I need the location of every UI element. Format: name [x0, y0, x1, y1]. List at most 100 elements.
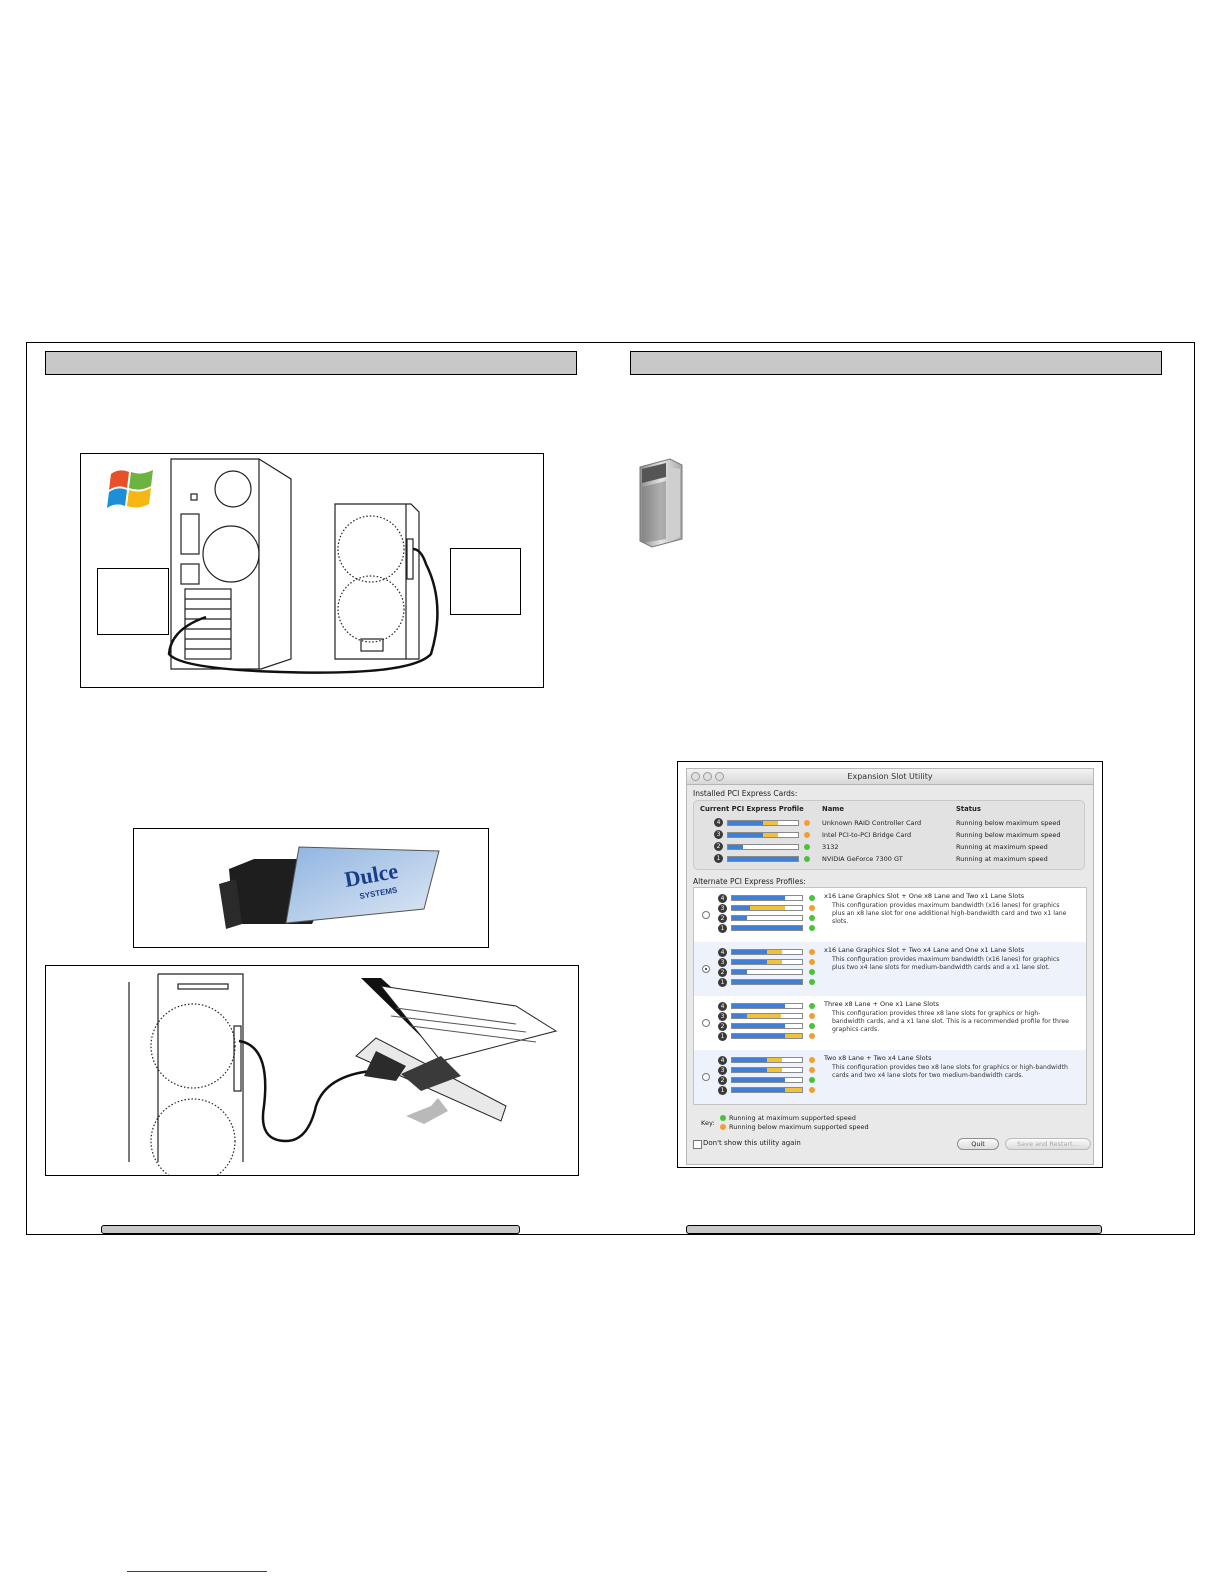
- left-footer-bar: [101, 1225, 520, 1234]
- installed-row-slot-1: 1 NVIDIA GeForce 7300 GT Running at maxi…: [694, 853, 1084, 866]
- status-max-icon: [804, 844, 810, 850]
- status-below-icon: [809, 1033, 815, 1039]
- window-title: Expansion Slot Utility: [847, 772, 933, 781]
- lane-bar: [731, 915, 803, 921]
- save-and-restart-button[interactable]: Save and Restart...: [1005, 1138, 1091, 1150]
- profile-description: This configuration provides maximum band…: [832, 956, 1060, 971]
- status-below-icon: [804, 820, 810, 826]
- slot-number: 1: [718, 1086, 727, 1095]
- slot-number: 2: [714, 842, 723, 851]
- lane-bar: [731, 1057, 803, 1063]
- lane-bar: [731, 1077, 803, 1083]
- lane-bar: [731, 969, 803, 975]
- right-header-bar: [630, 351, 1162, 375]
- col-name-header: Name: [822, 805, 844, 813]
- lane-bar: [731, 1033, 803, 1039]
- installed-row-slot-3: 3 Intel PCI-to-PCI Bridge Card Running b…: [694, 829, 1084, 842]
- slot-number: 3: [718, 1066, 727, 1075]
- profile-option[interactable]: 4 3 2 1 x16 Lane Graphics Slot + Two x4 …: [694, 942, 1086, 996]
- profile-title: Two x8 Lane + Two x4 Lane Slots: [824, 1054, 932, 1062]
- slot-number: 4: [718, 894, 727, 903]
- zoom-window-button[interactable]: [715, 772, 724, 781]
- slot-number: 4: [718, 1056, 727, 1065]
- dont-show-label[interactable]: Don't show this utility again: [703, 1139, 801, 1147]
- laptop-connection-figure: [45, 965, 579, 1176]
- windows-logo-icon: [107, 470, 153, 508]
- status-max-icon: [809, 1077, 815, 1083]
- card-status: Running at maximum speed: [956, 855, 1048, 863]
- slot-number: 2: [718, 914, 727, 923]
- card-name: Intel PCI-to-PCI Bridge Card: [822, 831, 912, 839]
- lane-bar: [727, 832, 799, 838]
- status-max-icon: [809, 895, 815, 901]
- profile-radio[interactable]: [702, 911, 710, 919]
- minimize-window-button[interactable]: [703, 772, 712, 781]
- status-below-icon: [809, 1067, 815, 1073]
- lane-bar: [731, 959, 803, 965]
- installed-cards-panel: Current PCI Express Profile Name Status …: [693, 800, 1085, 870]
- status-max-icon: [809, 979, 815, 985]
- slot-number: 1: [718, 978, 727, 987]
- profile-radio[interactable]: [702, 1073, 710, 1081]
- profile-option[interactable]: 4 3 2 1 x16 Lane Graphics Slot + One x8 …: [694, 888, 1086, 942]
- bottom-link-underline: [127, 1571, 267, 1572]
- key-below-text: Running below maximum supported speed: [729, 1123, 869, 1131]
- status-below-icon: [809, 1087, 815, 1093]
- card-name: Unknown RAID Controller Card: [822, 819, 922, 827]
- laptop-connection-drawing: [128, 973, 558, 1175]
- col-status-header: Status: [956, 805, 981, 813]
- expresscard-drawing: Dulce SYSTEMS: [219, 846, 440, 929]
- slot-number: 1: [718, 924, 727, 933]
- alternate-profiles-list: 4 3 2 1 x16 Lane Graphics Slot + One x8 …: [693, 887, 1087, 1105]
- profile-radio[interactable]: [702, 1019, 710, 1027]
- card-status: Running below maximum speed: [956, 831, 1061, 839]
- status-below-icon: [809, 1057, 815, 1063]
- laptop-icon: [355, 978, 558, 1124]
- key-max-text: Running at maximum supported speed: [729, 1114, 856, 1122]
- slot-number: 4: [714, 818, 723, 827]
- lane-bar: [731, 1087, 803, 1093]
- expresscard-icon: [219, 846, 440, 929]
- slot-number: 2: [718, 1076, 727, 1085]
- lane-bar: [731, 895, 803, 901]
- window-body: Expansion Slot Utility Installed PCI Exp…: [686, 768, 1094, 1165]
- col-profile-header: Current PCI Express Profile: [700, 805, 804, 813]
- profile-title: x16 Lane Graphics Slot + Two x4 Lane and…: [824, 946, 1025, 954]
- enclosure-icon: [128, 973, 244, 1175]
- status-max-icon: [804, 856, 810, 862]
- profile-description: This configuration provides two x8 lane …: [832, 1064, 1068, 1079]
- status-max-icon: [809, 969, 815, 975]
- close-window-button[interactable]: [691, 772, 700, 781]
- lane-bar: [731, 1067, 803, 1073]
- pc-callout-box: [97, 568, 169, 635]
- lane-bar: [731, 925, 803, 931]
- key-below-icon: [720, 1124, 726, 1130]
- lane-bar: [727, 856, 799, 862]
- status-below-icon: [809, 1013, 815, 1019]
- alternate-heading: Alternate PCI Express Profiles:: [693, 877, 806, 886]
- status-max-icon: [809, 925, 815, 931]
- lane-bar: [731, 1023, 803, 1029]
- profile-title: x16 Lane Graphics Slot + One x8 Lane and…: [824, 892, 1025, 900]
- slot-number: 2: [718, 1022, 727, 1031]
- installed-heading: Installed PCI Express Cards:: [693, 789, 798, 798]
- profile-option[interactable]: 4 3 2 1 Three x8 Lane + One x1 Lane Slot…: [694, 996, 1086, 1050]
- pc-connection-drawing: [107, 458, 439, 674]
- quit-button[interactable]: Quit: [957, 1138, 999, 1150]
- key-max-icon: [720, 1115, 726, 1121]
- profile-option[interactable]: 4 3 2 1 Two x8 Lane + Two x4 Lane Slots …: [694, 1050, 1086, 1104]
- profile-description: This configuration provides maximum band…: [832, 902, 1067, 925]
- slot-number: 3: [718, 904, 727, 913]
- card-name: 3132: [822, 843, 839, 851]
- profile-description: This configuration provides three x8 lan…: [832, 1010, 1069, 1033]
- status-max-icon: [809, 915, 815, 921]
- profile-title: Three x8 Lane + One x1 Lane Slots: [824, 1000, 940, 1008]
- status-below-icon: [809, 905, 815, 911]
- dont-show-checkbox[interactable]: [693, 1140, 702, 1149]
- slot-number: 3: [714, 830, 723, 839]
- lane-bar: [727, 844, 799, 850]
- installed-row-slot-2: 2 3132 Running at maximum speed: [694, 841, 1084, 854]
- profile-radio-selected[interactable]: [702, 965, 710, 973]
- page-frame: [26, 342, 1195, 1235]
- slot-number: 3: [718, 1012, 727, 1021]
